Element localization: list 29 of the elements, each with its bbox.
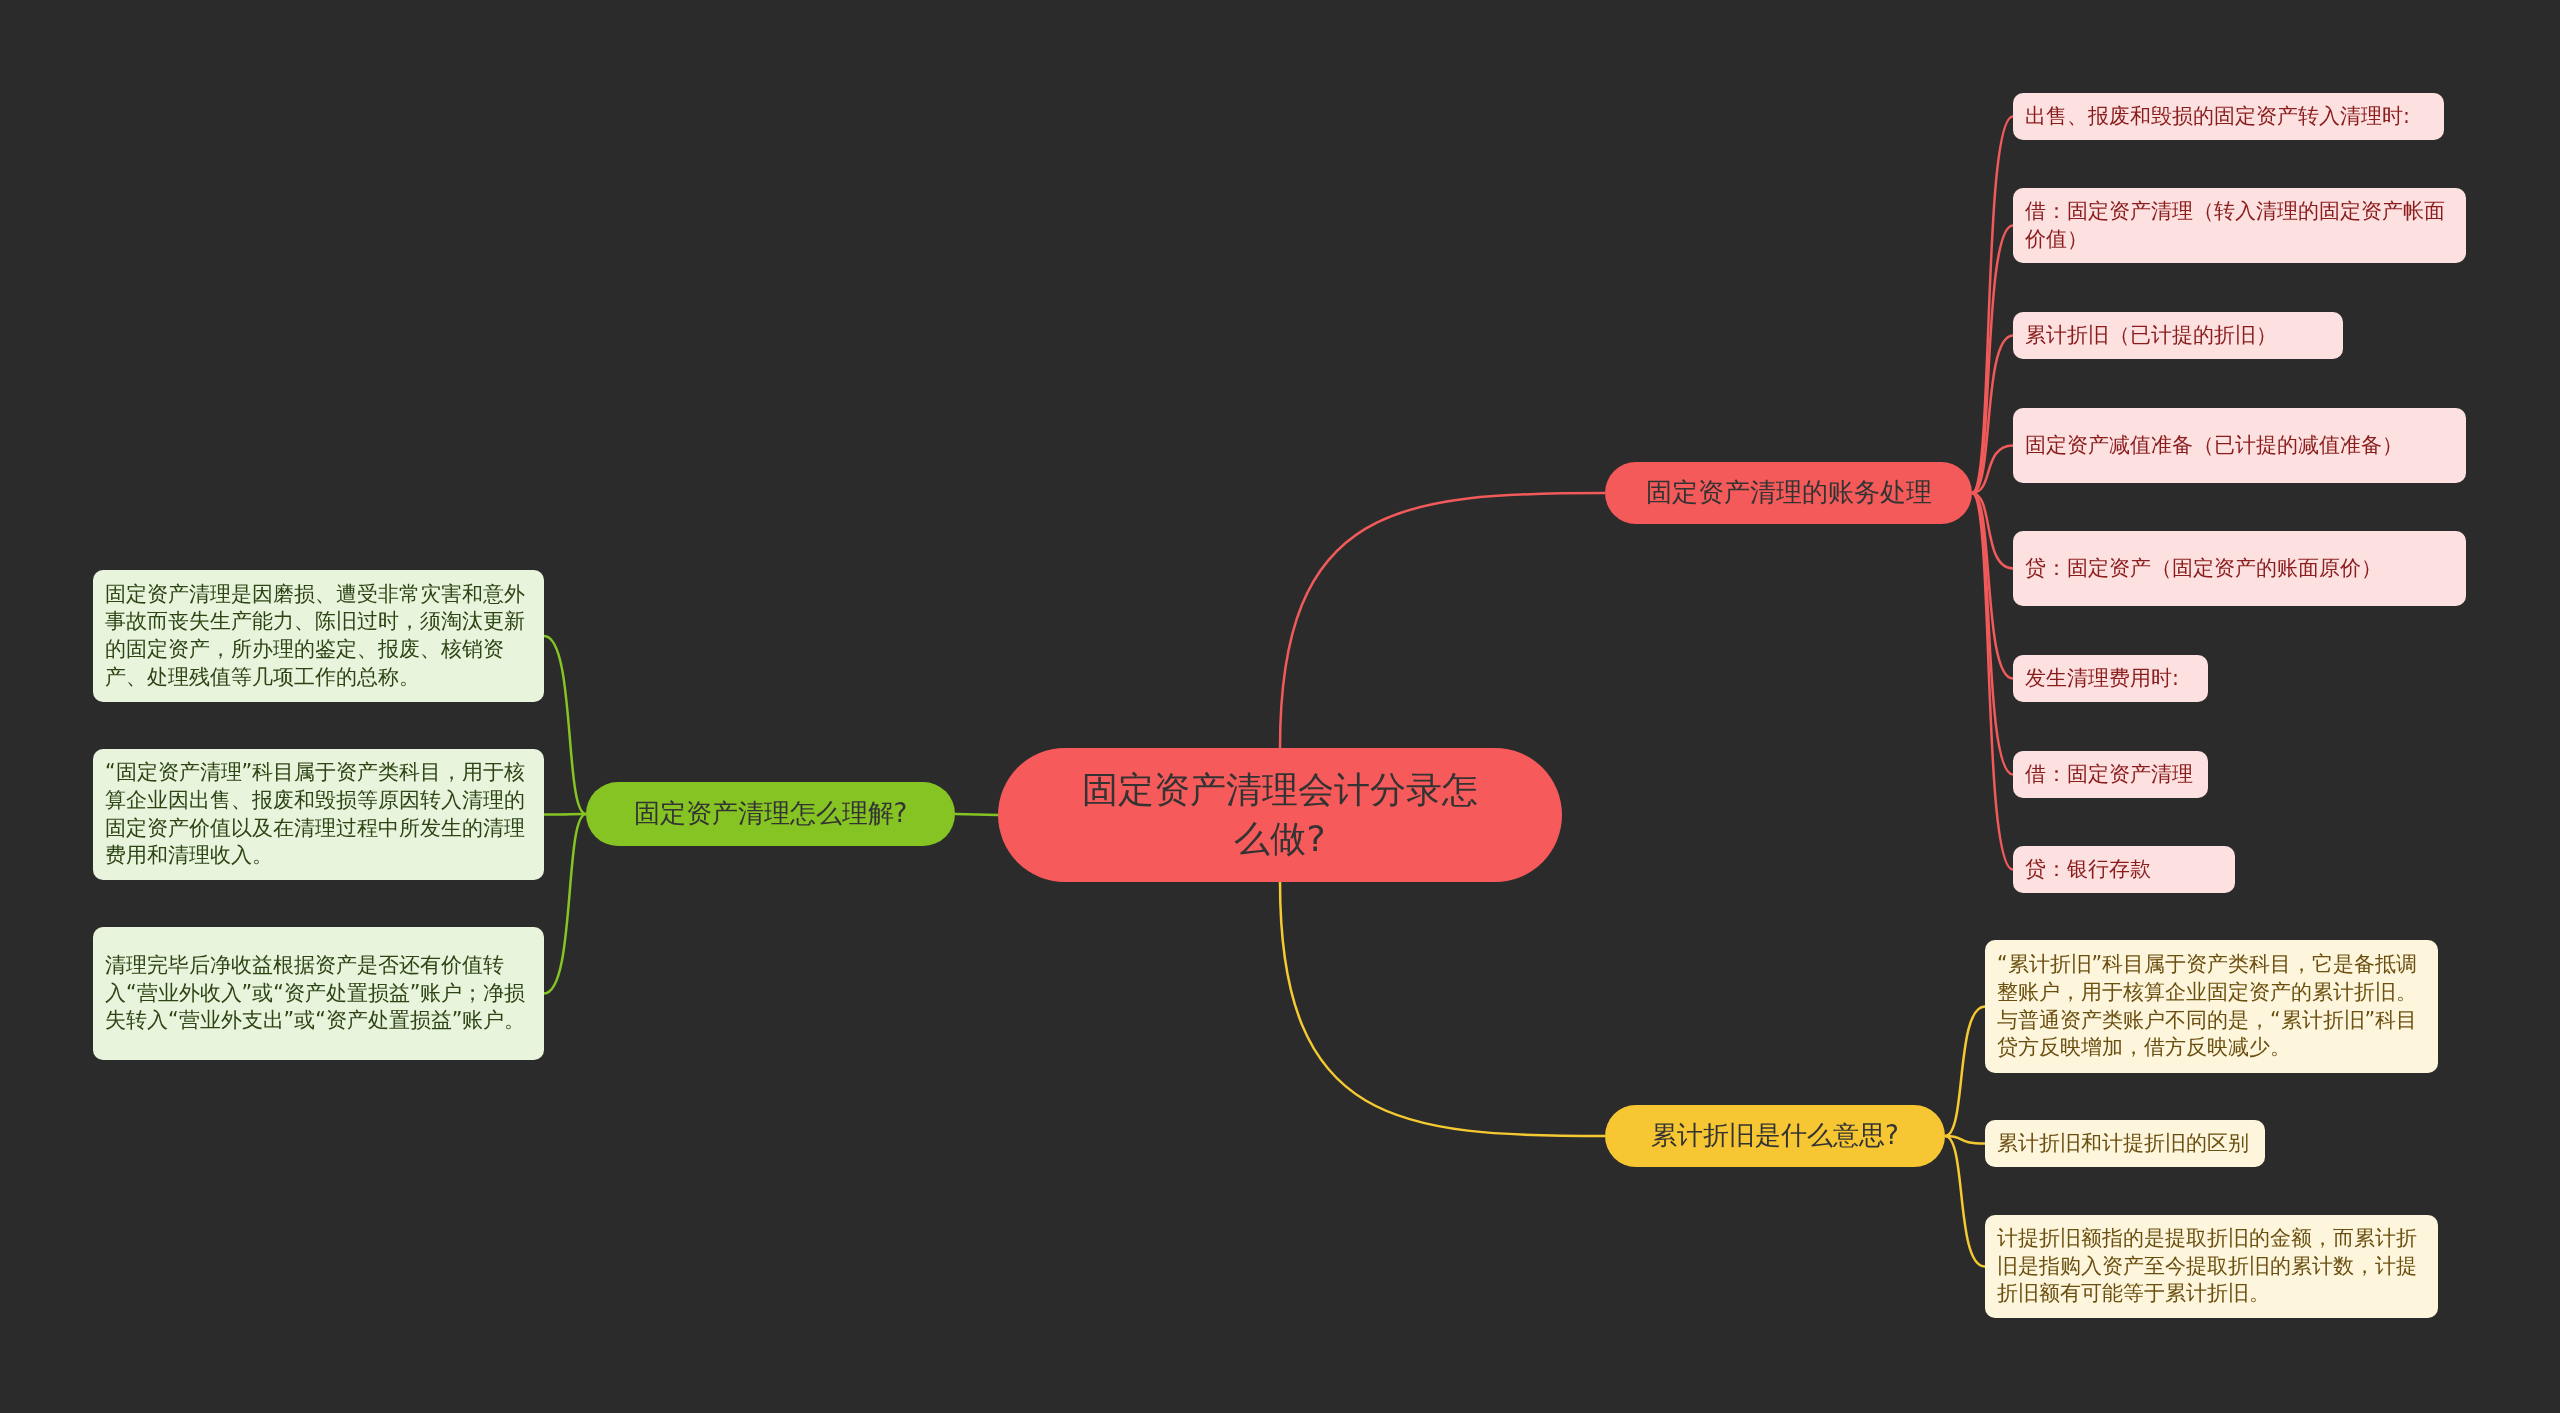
connector-line [1970, 492, 2014, 871]
note-box: “固定资产清理”科目属于资产类科目，用于核算企业因出售、报废和毁损等原因转入清理的固定资产价值以及在清理过程中所发生的清理费用和清理收入。 [93, 749, 544, 880]
note-box: 累计折旧和计提折旧的区别 [1985, 1120, 2265, 1167]
connector-line [954, 812, 999, 817]
connector-line [1944, 1005, 1986, 1138]
topic-box: 累计折旧是什么意思? [1605, 1105, 1945, 1167]
topic-box: 固定资产清理怎么理解? [586, 782, 955, 846]
connector-line [1970, 115, 2014, 494]
note-box: 发生清理费用时: [2013, 655, 2208, 702]
connector-line [1971, 224, 2014, 494]
connector-line [1278, 881, 1605, 1138]
topic-box: 固定资产清理的账务处理 [1605, 462, 1972, 524]
note-box: 借：固定资产清理 [2013, 751, 2208, 798]
note-box: 贷：银行存款 [2013, 846, 2235, 893]
note-box: 累计折旧（已计提的折旧） [2013, 312, 2343, 359]
connector-line [544, 812, 586, 816]
note-box: 借：固定资产清理（转入清理的固定资产帐面价值） [2013, 188, 2466, 263]
note-box: 固定资产减值准备（已计提的减值准备） [2013, 408, 2466, 483]
connector-line [1944, 1134, 1986, 1268]
central-topic: 固定资产清理会计分录怎么做? [998, 748, 1562, 882]
connector-line [543, 813, 587, 995]
note-box: 计提折旧额指的是提取折旧的金额，而累计折旧是指购入资产至今提取折旧的累计数，计提折旧额有可能等于累计折旧。 [1985, 1215, 2438, 1318]
note-box: 贷：固定资产（固定资产的账面原价） [2013, 531, 2466, 606]
note-box: “累计折旧”科目属于资产类科目，它是备抵调整账户，用于核算企业固定资产的累计折旧。与普通资产类账户不同的是，“累计折旧”科目贷方反映增加，借方反映减少。 [1985, 940, 2438, 1073]
note-box: 清理完毕后净收益根据资产是否还有价值转入“营业外收入”或“资产处置损益”账户；净损失转入“营业外支出”或“资产处置损益”账户。 [93, 927, 544, 1060]
note-box: 固定资产清理是因磨损、遭受非常灾害和意外事故而丧失生产能力、陈旧过时，须淘汰更新的固定资产，所办理的鉴定、报废、核销资产、处理残值等几项工作的总称。 [93, 570, 544, 702]
connector-line [1278, 491, 1605, 749]
connector-line [543, 634, 587, 815]
note-box: 出售、报废和毁损的固定资产转入清理时: [2013, 93, 2444, 140]
